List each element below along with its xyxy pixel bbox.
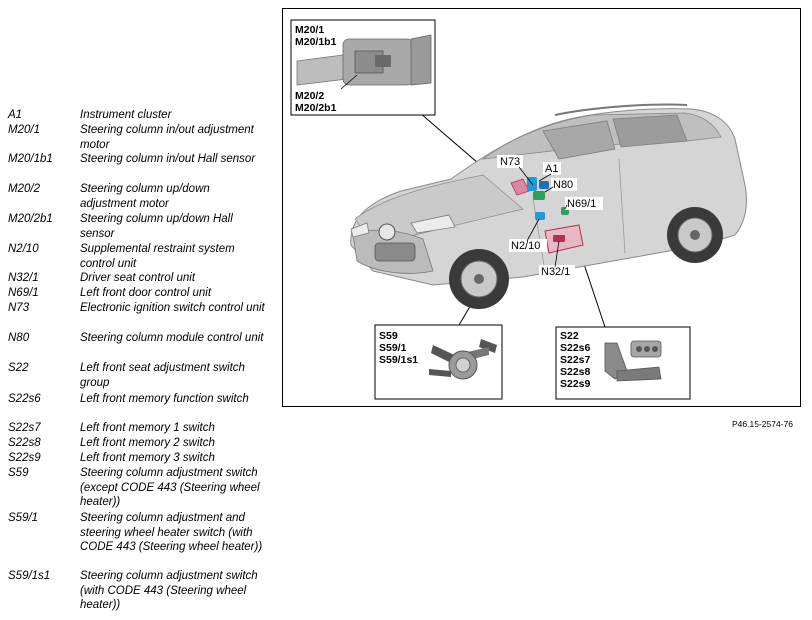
legend-description: Steering column module control unit xyxy=(80,332,264,344)
inset-steering-switch: S59 S59/1 S59/1s1 xyxy=(374,324,503,400)
inset-label: S59 xyxy=(379,330,398,342)
legend-description: Steering column in/out adjustment motor xyxy=(80,124,254,151)
figure-frame: N73 A1 N80 N69/1 N2/10 N32/1 xyxy=(282,8,801,407)
inset-label: S59/1 xyxy=(379,342,407,354)
inset-label: S22s8 xyxy=(560,366,591,378)
legend-description: Left front seat adjustment switch group xyxy=(80,362,245,389)
legend-code: N73 xyxy=(8,302,30,314)
legend-code: S22s7 xyxy=(8,422,41,434)
legend-code: M20/1b1 xyxy=(8,153,53,165)
legend-code: S22s8 xyxy=(8,437,41,449)
legend-description: Left front memory 3 switch xyxy=(80,452,215,464)
legend-description: Electronic ignition switch control unit xyxy=(80,302,265,314)
figure-reference: P46.15-2574-76 xyxy=(732,419,793,429)
component-n80 xyxy=(533,191,545,200)
inset-label: M20/1 xyxy=(295,24,324,36)
legend-description: Instrument cluster xyxy=(80,109,172,121)
component-n2-10 xyxy=(535,212,545,220)
legend-code: S22 xyxy=(8,362,29,374)
legend-code: A1 xyxy=(8,109,23,121)
inset-label: S22s7 xyxy=(560,354,591,366)
inset-label: S22s9 xyxy=(560,378,591,390)
inset-steering-column: M20/1 M20/1b1 M20/2 M20/2b1 xyxy=(290,19,436,116)
component-n32-1 xyxy=(553,235,565,242)
callout-label: N80 xyxy=(553,179,573,191)
legend-description: Left front memory 1 switch xyxy=(80,422,215,434)
inset-seat-switch: S22 S22s6 S22s7 S22s8 S22s9 xyxy=(555,326,691,400)
legend-code: S59/1 xyxy=(8,512,39,524)
legend-code: S22s6 xyxy=(8,393,41,405)
legend-description: Left front memory function switch xyxy=(80,393,249,405)
legend-code: M20/2b1 xyxy=(8,213,53,225)
callout-label: N69/1 xyxy=(567,198,596,210)
legend-description: Steering column up/down Hall sensor xyxy=(80,213,233,240)
car-illustration xyxy=(350,103,748,309)
inset-label: S59/1s1 xyxy=(379,354,418,366)
callout-label: A1 xyxy=(545,163,558,175)
legend-description: Steering column in/out Hall sensor xyxy=(80,153,256,165)
legend-code: N69/1 xyxy=(8,287,39,299)
callout-label: N32/1 xyxy=(541,266,570,278)
legend-description: Steering column adjustment and steering … xyxy=(80,512,263,553)
legend-code: S59 xyxy=(8,467,29,479)
inset-label: M20/2b1 xyxy=(295,102,337,114)
vehicle-diagram: N73 A1 N80 N69/1 N2/10 N32/1 xyxy=(290,19,748,400)
legend-description: Steering column adjustment switch (with … xyxy=(80,570,258,611)
legend-description: Steering column up/down adjustment motor xyxy=(80,183,210,210)
legend-code: N32/1 xyxy=(8,272,39,284)
legend-code: M20/1 xyxy=(8,124,40,136)
inset-label: M20/1b1 xyxy=(295,36,337,48)
legend-description: Left front memory 2 switch xyxy=(80,437,215,449)
legend-description: Supplemental restraint system control un… xyxy=(80,243,235,270)
callout-label: N73 xyxy=(500,156,520,168)
legend-code: N80 xyxy=(8,332,30,344)
legend-description: Steering column adjustment switch (excep… xyxy=(80,467,260,508)
legend-code: N2/10 xyxy=(8,243,39,255)
inset-label: S22 xyxy=(560,330,579,342)
callout-label: N2/10 xyxy=(511,240,540,252)
legend-code: M20/2 xyxy=(8,183,40,195)
legend-code: S59/1s1 xyxy=(8,570,51,582)
component-n73 xyxy=(539,181,549,189)
legend-description: Left front door control unit xyxy=(80,287,212,299)
inset-label: S22s6 xyxy=(560,342,591,354)
inset-label: M20/2 xyxy=(295,90,324,102)
legend-code: S22s9 xyxy=(8,452,41,464)
legend-description: Driver seat control unit xyxy=(80,272,196,284)
